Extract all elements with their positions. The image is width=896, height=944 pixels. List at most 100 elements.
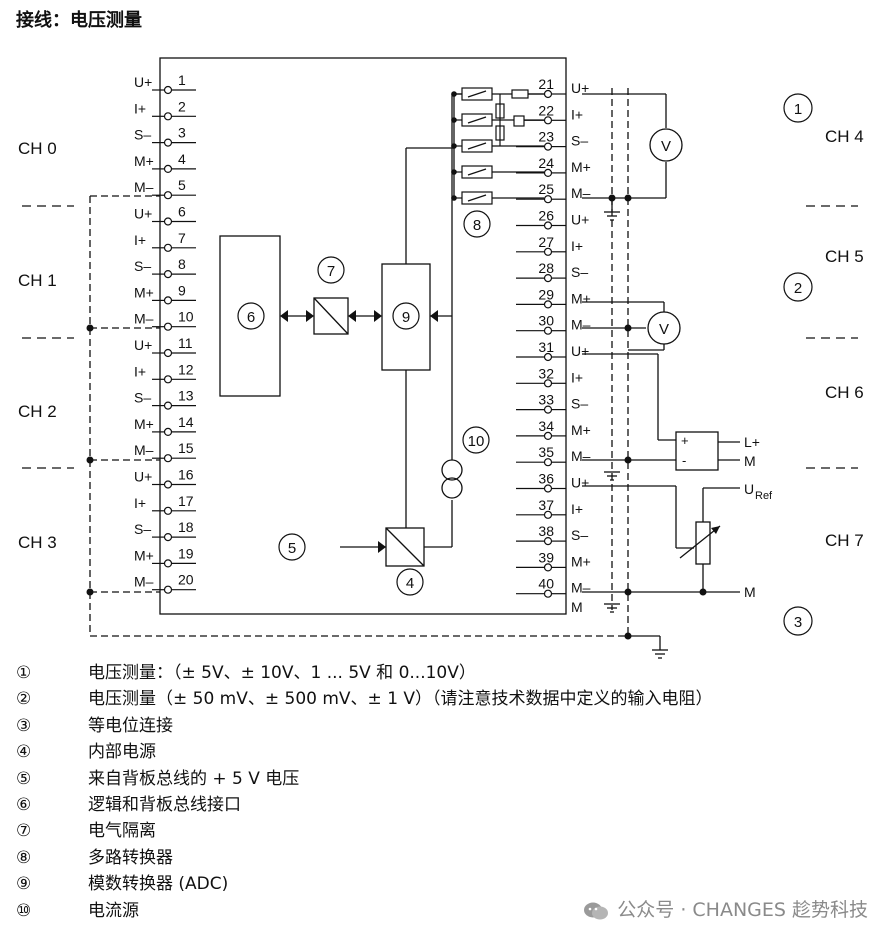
terminal-connector	[163, 296, 173, 305]
terminal-label: S–	[134, 390, 151, 406]
terminal-number: 25	[538, 181, 554, 197]
arrow-icon	[348, 310, 356, 322]
terminal-number: 2	[178, 98, 186, 114]
terminal-connector	[163, 559, 173, 568]
legend-text: 等电位连接	[88, 715, 173, 736]
block-number-7	[317, 256, 345, 284]
watermark-text: 公众号 · CHANGES 趁势科技	[617, 899, 868, 921]
legend-number: ⑦	[16, 821, 32, 842]
terminal-connector	[543, 300, 553, 309]
arrow-icon	[374, 310, 382, 322]
terminal-number: 29	[538, 286, 554, 302]
terminal-connector	[163, 427, 173, 436]
junction-dot	[608, 194, 616, 202]
junction-dot	[624, 194, 632, 202]
block-number-10	[462, 426, 490, 454]
wechat-icon	[583, 901, 609, 921]
terminal-number: 11	[178, 335, 193, 351]
terminal-label: U+	[571, 475, 589, 491]
junction-dot	[451, 91, 457, 97]
callout-1	[783, 93, 813, 123]
channel-label-right: CH 7	[825, 531, 864, 550]
terminal-connector	[543, 510, 553, 519]
terminal-label: U+	[571, 212, 589, 228]
circled-number: 7	[327, 263, 335, 280]
terminal-label: S–	[571, 396, 588, 412]
terminal-connector	[163, 164, 173, 173]
terminal-connector	[163, 112, 173, 121]
callout-3	[783, 606, 813, 636]
legend-text: 电压测量：（± 5V、± 10V、1 ... 5V 和 0...10V）	[88, 663, 476, 683]
terminal-connector	[543, 326, 553, 335]
terminal-connector	[163, 191, 173, 200]
terminal-number: 13	[178, 388, 194, 404]
legend-number: ③	[16, 715, 32, 736]
legend-text: 多路转换器	[88, 847, 173, 868]
terminal-connector	[163, 480, 173, 489]
legend-text: 内部电源	[88, 742, 156, 763]
terminal-connector	[163, 217, 173, 226]
circled-number: 6	[247, 309, 255, 326]
junction-dot	[86, 324, 94, 332]
circled-number: 1	[794, 101, 802, 118]
terminal-number: 3	[178, 125, 186, 141]
terminal-number: 21	[538, 76, 554, 92]
terminal-number: 27	[538, 234, 554, 250]
terminal-number: 12	[178, 361, 194, 377]
uref-label: U	[744, 481, 754, 497]
channel-label-left: CH 1	[18, 271, 57, 290]
terminal-number: 19	[178, 545, 194, 561]
terminal-label: S–	[571, 133, 588, 149]
terminal-label: I+	[571, 369, 583, 385]
terminal-label: M+	[571, 159, 591, 175]
switch-contact	[467, 142, 487, 150]
legend-text: 来自背板总线的 + 5 V 电压	[88, 768, 300, 789]
terminal-number: 6	[178, 204, 186, 220]
terminal-connector	[543, 458, 553, 467]
circled-number: 2	[794, 280, 802, 297]
terminal-label: M+	[571, 553, 591, 569]
terminal-number: 32	[538, 365, 554, 381]
block-number-8	[463, 210, 491, 238]
terminal-label: M+	[134, 416, 154, 432]
terminal-connector	[163, 270, 173, 279]
switch-contact	[467, 90, 487, 98]
terminal-number: 38	[538, 523, 554, 539]
terminal-connector	[163, 85, 173, 95]
terminal-number: 39	[538, 549, 554, 565]
terminal-number: 17	[178, 493, 194, 509]
junction-dot	[451, 195, 457, 201]
terminal-label: I+	[571, 501, 583, 517]
legend-number: ②	[16, 689, 32, 710]
junction-dot	[451, 117, 457, 123]
transmitter-block	[675, 431, 719, 471]
transmitter-output-l: L+	[744, 434, 760, 450]
legend-text: 电气隔离	[88, 821, 156, 842]
terminal-connector	[543, 563, 553, 572]
terminal-label: U+	[134, 206, 152, 222]
channel-label-left: CH 2	[18, 402, 57, 421]
terminal-number: 10	[178, 309, 194, 325]
terminal-label: I+	[571, 106, 583, 122]
terminal-label: S–	[571, 527, 588, 543]
terminal-label: M–	[134, 179, 154, 195]
terminal-number: 22	[538, 102, 554, 118]
transmitter-output-m: M	[744, 453, 756, 469]
terminal-label: M–	[134, 311, 154, 327]
channel-label-right: CH 5	[825, 247, 864, 266]
channel-label-right: CH 4	[825, 127, 864, 146]
terminal-connector	[163, 454, 173, 463]
legend-number: ⑨	[16, 874, 32, 895]
terminal-label: M+	[571, 422, 591, 438]
terminal-connector	[543, 589, 553, 598]
terminal-label: M+	[134, 284, 154, 300]
terminal-label: U+	[134, 469, 152, 485]
circled-number: 10	[468, 433, 485, 450]
junction-dot	[624, 588, 632, 596]
terminal-number: 28	[538, 260, 554, 276]
terminal-number: 14	[178, 414, 194, 430]
uref-sub-label: Ref	[755, 490, 773, 502]
circled-number: 8	[473, 217, 481, 234]
terminal-label: U+	[134, 74, 152, 90]
